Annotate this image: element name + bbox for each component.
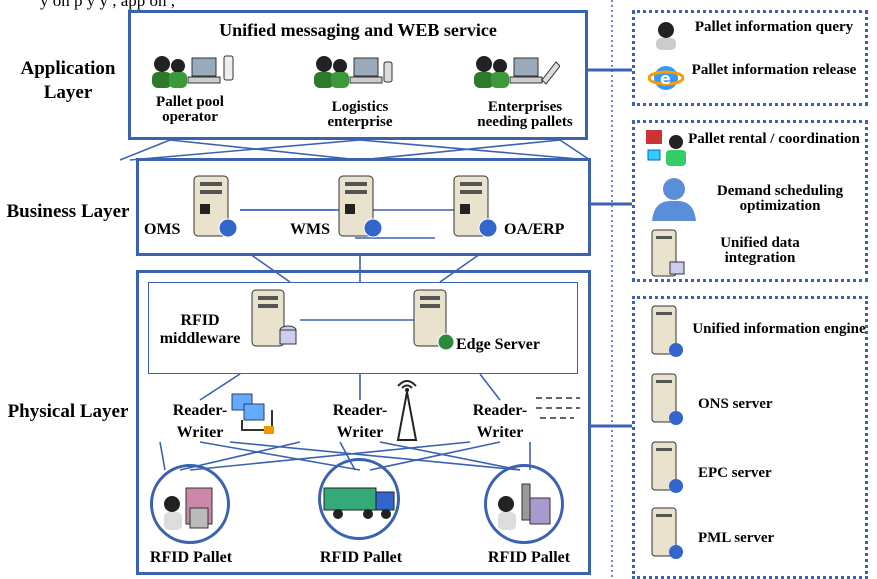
node-rfid-pallet-1: RFID Pallet xyxy=(149,549,233,566)
node-reader-writer-3: Reader-Writer xyxy=(472,402,528,441)
antenna-reader-icon xyxy=(392,378,422,449)
middleware-box xyxy=(148,282,578,374)
rfid-pallet-truck-circle xyxy=(318,458,400,540)
node-pallet-pool-operator: Pallet pool operator xyxy=(156,94,224,125)
user-computer-icon xyxy=(148,52,236,99)
rfid-pallet-factory-circle xyxy=(484,464,564,544)
right-item-pml-server: PML server xyxy=(698,530,775,546)
server-icon xyxy=(648,440,688,501)
business-layer-box xyxy=(136,158,591,256)
node-oa-erp: OA/ERP xyxy=(504,221,565,238)
cut-off-header-text: y on p y y , app on , xyxy=(40,0,176,10)
layer-label-business: Business Layer xyxy=(6,201,130,222)
node-enterprises-needing-pallets: Enterprises needing pallets xyxy=(477,99,573,130)
node-rfid-middleware: RFID middleware xyxy=(159,312,241,347)
application-layer-box xyxy=(128,10,588,140)
server-icon xyxy=(450,170,500,245)
right-item-unified-data-integration: Unified data integration xyxy=(720,235,800,266)
node-reader-writer-1: Reader-Writer xyxy=(172,402,228,441)
right-panel-middle xyxy=(632,120,868,282)
user-silhouette-icon xyxy=(648,175,700,228)
database-server-icon xyxy=(248,286,302,357)
server-icon xyxy=(335,170,385,245)
right-item-unified-info-engine: Unified information engine xyxy=(692,321,866,337)
browser-e-icon: e xyxy=(647,62,685,97)
server-icon xyxy=(190,170,240,245)
right-item-ons-server: ONS server xyxy=(698,396,773,412)
node-rfid-pallet-2: RFID Pallet xyxy=(319,549,403,566)
node-wms: WMS xyxy=(290,221,330,238)
right-panel-bottom xyxy=(632,296,868,579)
layer-label-application: Application Layer xyxy=(20,58,116,103)
right-item-demand-scheduling: Demand scheduling optimization xyxy=(716,183,844,214)
network-reader-icon xyxy=(228,390,282,449)
right-item-pallet-info-query: Pallet information query xyxy=(694,19,854,35)
right-item-pallet-info-release: Pallet information release xyxy=(691,62,857,78)
node-logistics-enterprise: Logistics enterprise xyxy=(327,99,393,130)
layer-label-physical: Physical Layer xyxy=(7,401,129,422)
node-rfid-pallet-3: RFID Pallet xyxy=(487,549,571,566)
right-item-pallet-rental: Pallet rental / coordination xyxy=(688,131,860,147)
node-reader-writer-2: Reader-Writer xyxy=(332,402,388,441)
person-icon xyxy=(652,20,680,57)
database-server-icon xyxy=(648,228,688,285)
wireless-reader-icon xyxy=(534,392,584,437)
rfid-pallet-circle xyxy=(150,464,230,544)
node-edge-server: Edge Server xyxy=(456,336,540,353)
right-panel-top xyxy=(632,10,868,106)
edge-server-icon xyxy=(410,286,464,357)
physical-layer-box xyxy=(136,270,591,575)
svg-text:e: e xyxy=(660,69,671,88)
rental-coordination-icon xyxy=(644,128,690,175)
server-icon xyxy=(648,372,688,433)
node-oms: OMS xyxy=(144,221,181,238)
server-icon xyxy=(648,506,688,567)
application-title: Unified messaging and WEB service xyxy=(219,20,497,40)
user-computer-phone-icon xyxy=(310,52,398,99)
right-item-epc-server: EPC server xyxy=(698,465,772,481)
user-computer-phone-icon xyxy=(470,52,561,99)
server-icon xyxy=(648,304,688,365)
